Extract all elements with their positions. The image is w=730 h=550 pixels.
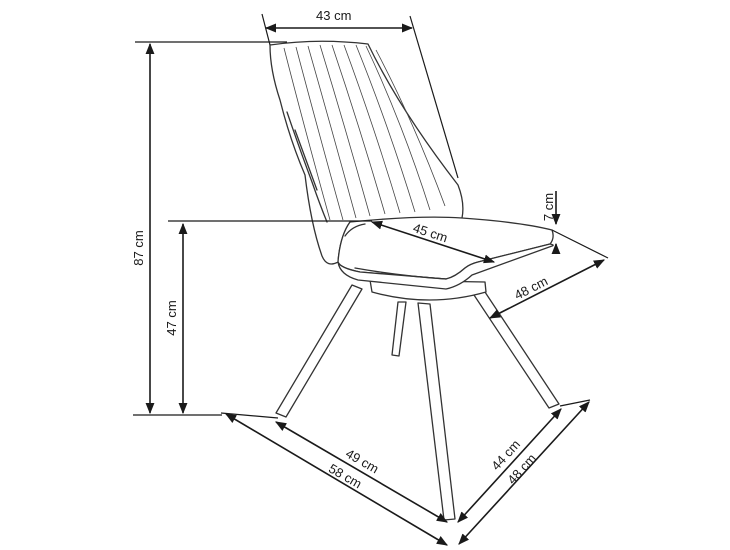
dim-line-seat-depth	[370, 220, 496, 264]
backrest-ribs	[283, 44, 446, 221]
label-seat-width: 48 cm	[512, 273, 550, 302]
label-total-height: 87 cm	[131, 230, 146, 265]
leg-back-left	[275, 284, 363, 418]
seat-piping	[344, 223, 447, 280]
dim-line-base-width-inner	[457, 408, 562, 523]
label-cushion-thickness: 7 cm	[541, 193, 556, 221]
dim-line-base-depth-inner	[275, 421, 448, 523]
seat-cushion	[337, 216, 554, 280]
label-back-width: 43 cm	[316, 8, 351, 23]
dim-line-base-width-outer	[458, 401, 590, 545]
leg-front-right	[469, 285, 560, 409]
label-seat-height: 47 cm	[164, 300, 179, 335]
leg-back-center	[391, 301, 407, 357]
backrest-side-panel	[286, 111, 328, 223]
backrest-side-panel-inner	[294, 129, 318, 191]
dim-line-base-depth-outer	[225, 413, 448, 546]
dimension-lines	[133, 13, 609, 546]
leg-front-left	[417, 302, 456, 521]
dim-line-seat-width	[489, 259, 605, 319]
